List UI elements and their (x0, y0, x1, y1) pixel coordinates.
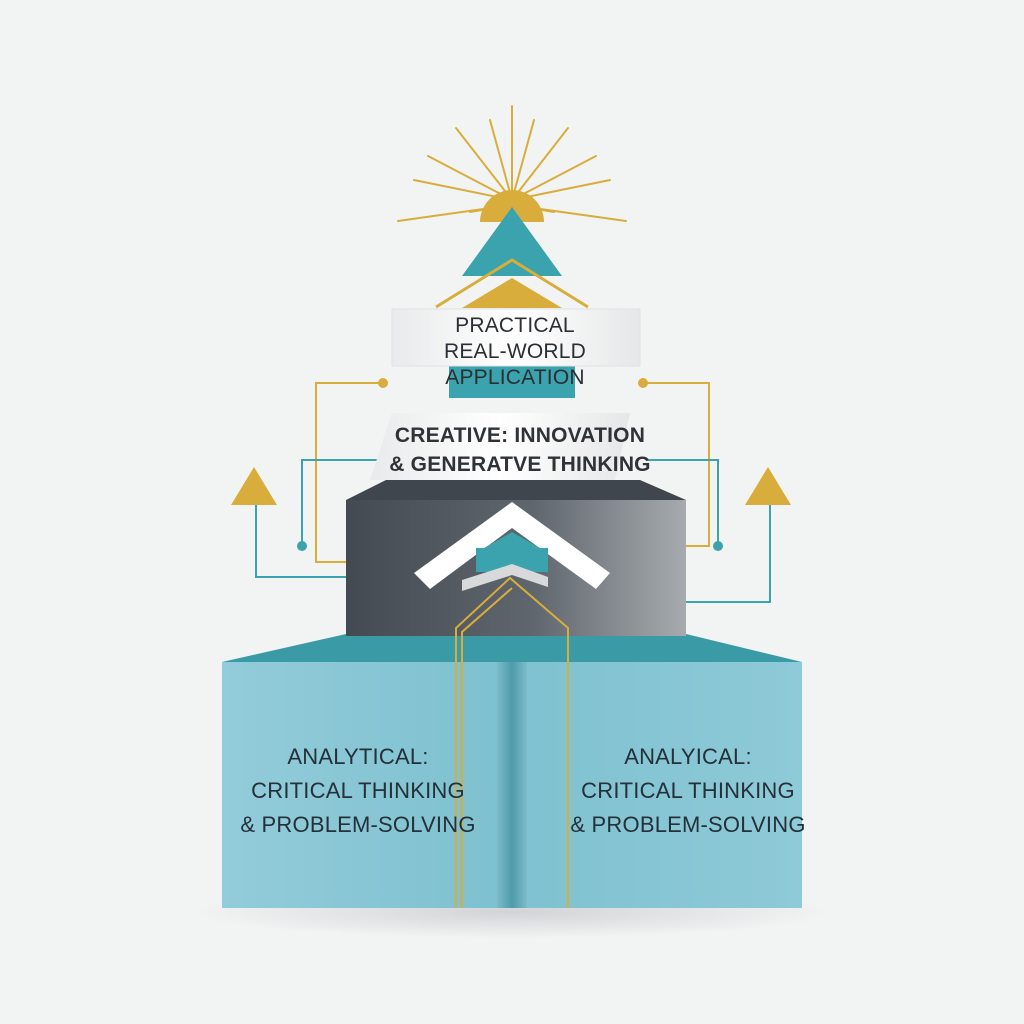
circuit-lines-gold (315, 382, 710, 563)
inner-teal-block (476, 532, 548, 572)
analytical-left-line-3: & PROBLEM-SOLVING (240, 812, 476, 837)
creative-card (370, 413, 630, 480)
base-top-face (222, 634, 802, 662)
creative-line-2: & GENERATVE THINKING (389, 453, 651, 476)
sun-disc (480, 190, 544, 222)
slate-block-top (346, 480, 686, 500)
analytical-right-label: ANALYICAL: CRITICAL THINKING & PROBLEM-S… (558, 740, 818, 842)
practical-line-2: REAL-WORLD APPLICATION (443, 340, 587, 389)
base-right-face (512, 662, 802, 908)
creative-tier-label: CREATIVE: INNOVATION & GENERATVE THINKIN… (370, 421, 670, 479)
base-center-crease (497, 662, 527, 908)
analytical-right-line-1: ANALYICAL: (624, 744, 752, 769)
chevron-up-icon (414, 502, 610, 589)
inner-white-step (462, 564, 548, 591)
connector-node (638, 378, 648, 388)
gold-rising-lines (455, 576, 569, 908)
practical-card (391, 308, 641, 367)
analytical-right-line-3: & PROBLEM-SOLVING (570, 812, 806, 837)
up-arrow-icon (462, 207, 562, 276)
analytical-left-line-1: ANALYTICAL: (287, 744, 429, 769)
practical-line-1: PRACTICAL (455, 314, 575, 337)
practical-tier-label: PRACTICAL REAL-WORLD APPLICATION (390, 313, 640, 391)
connector-node (378, 378, 388, 388)
gold-chevron-fill (462, 278, 562, 308)
analytical-left-label: ANALYTICAL: CRITICAL THINKING & PROBLEM-… (228, 740, 488, 842)
base-left-face (222, 662, 512, 908)
connector-node (713, 541, 723, 551)
top-stem (449, 366, 575, 398)
analytical-left-line-2: CRITICAL THINKING (251, 778, 465, 803)
triangle-marker-icon (745, 467, 791, 505)
triangle-marker-icon (231, 467, 277, 505)
analytical-right-line-2: CRITICAL THINKING (581, 778, 795, 803)
gold-chevron-outline (435, 258, 589, 309)
creative-line-1: CREATIVE: INNOVATION (394, 424, 646, 447)
connector-node (297, 541, 307, 551)
